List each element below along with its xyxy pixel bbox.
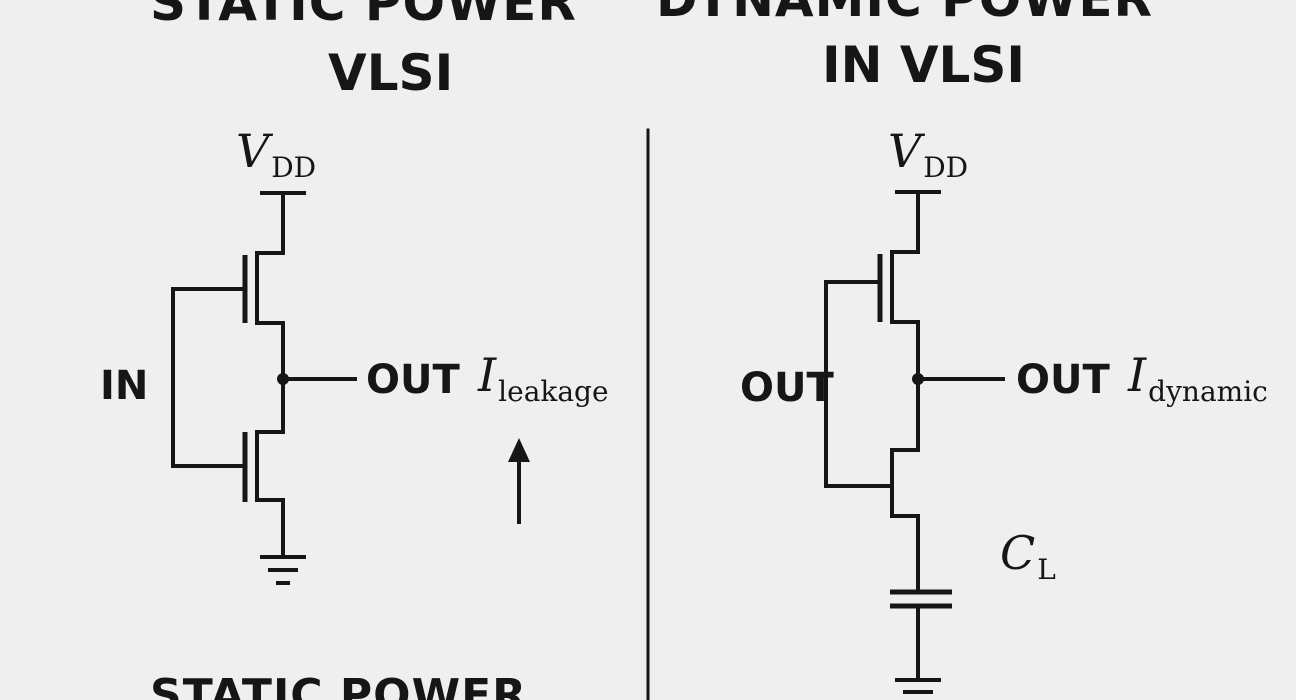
left-footer-title: STATIC POWER <box>150 670 528 700</box>
left-nmos-wire <box>255 377 285 559</box>
right-vdd-sub: DD <box>923 151 969 184</box>
leakage-arrow-icon <box>508 438 530 524</box>
dynamic-current-sub: dynamic <box>1148 375 1268 408</box>
right-title-line1: DYNAMIC POWER <box>656 0 1153 24</box>
left-pmos-wire <box>255 191 285 381</box>
load-capacitor-icon <box>890 589 952 609</box>
dynamic-current-label: Idynamic <box>1128 352 1268 406</box>
left-vdd-sub: DD <box>271 151 317 184</box>
load-capacitance-sub: L <box>1037 553 1056 586</box>
right-vdd-label: VDD <box>888 128 968 182</box>
left-title-line1: STATIC POWER <box>150 0 577 32</box>
left-vdd-label: VDD <box>236 128 316 182</box>
right-inverter-circuit <box>824 190 1005 694</box>
left-vdd-main: V <box>236 124 270 178</box>
load-capacitance-main: C <box>1000 526 1036 580</box>
right-pmos-wire <box>890 190 920 381</box>
left-ground-icon <box>260 555 306 585</box>
right-input-wire <box>824 280 894 488</box>
leakage-current-sub: leakage <box>498 375 609 408</box>
left-input-wire <box>171 287 247 468</box>
left-output-node <box>277 373 289 385</box>
right-ground-icon <box>895 678 941 694</box>
leakage-current-main: I <box>478 348 497 402</box>
left-inverter-circuit <box>171 191 530 585</box>
right-title-line2: IN VLSI <box>822 36 1026 94</box>
left-input-label: IN <box>100 363 149 409</box>
right-vdd-main: V <box>888 124 922 178</box>
left-title-line2: VLSI <box>328 44 454 102</box>
right-input-label: OUT <box>740 365 834 411</box>
leakage-current-label: Ileakage <box>478 352 609 406</box>
dynamic-current-main: I <box>1128 348 1147 402</box>
right-output-label: OUT <box>1016 357 1110 403</box>
right-nmos-wire <box>890 377 920 592</box>
right-output-node <box>912 373 924 385</box>
load-capacitance-label: CL <box>1000 530 1056 584</box>
left-output-label: OUT <box>366 357 460 403</box>
